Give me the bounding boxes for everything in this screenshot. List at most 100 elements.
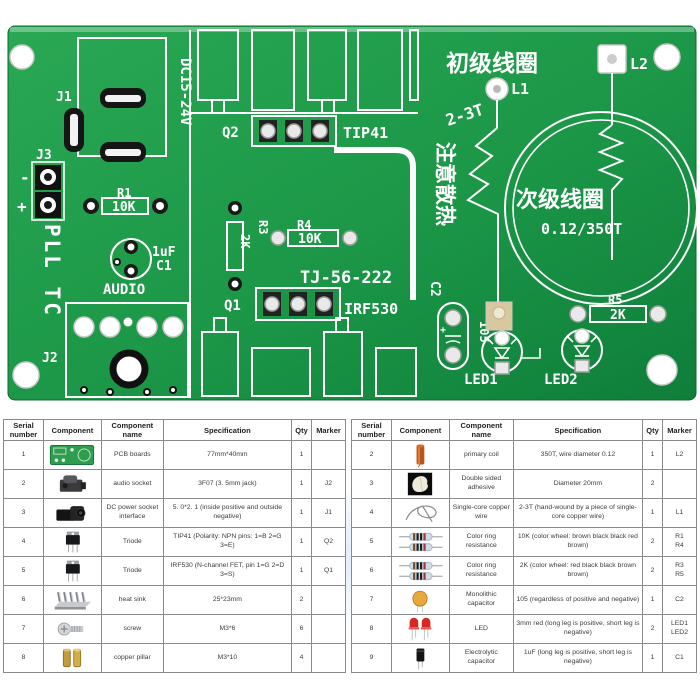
r3-value-label: 2K: [238, 234, 252, 249]
cell-serial-number: 6: [351, 556, 392, 586]
secondary-spec-label: 0.12/350T: [541, 220, 622, 238]
cell-marker: L1: [662, 498, 697, 528]
c1-value-label: 1uF: [152, 245, 176, 260]
audio-socket-image: [60, 475, 87, 492]
cell-serial-number: 7: [3, 614, 44, 644]
column-header: Qty: [291, 419, 312, 441]
cell-specification: 2-3T (hand-wound by a piece of single-co…: [512, 498, 644, 528]
j1-label: J1: [56, 90, 72, 105]
cell-component-name: heat sink: [100, 585, 164, 615]
l2-label: L2: [630, 55, 648, 73]
led2-footprint: LED2: [522, 328, 603, 388]
copper-wire-image: [405, 505, 438, 522]
column-header: Qty: [642, 419, 663, 441]
cell-marker: J2: [311, 469, 346, 499]
cell-specification: M3*10: [162, 643, 293, 673]
cell-specification: 2K (color wheel: red black black brown b…: [512, 556, 644, 586]
audio-label: AUDIO: [103, 282, 145, 298]
cell-component-name: Monolithic capacitor: [448, 585, 514, 615]
cell-qty: 1: [291, 469, 312, 499]
cell-component-name: Electrolytic capacitor: [448, 643, 514, 673]
cell-component-image: [390, 527, 450, 557]
cell-serial-number: 9: [351, 643, 392, 673]
cell-component-name: LED: [448, 614, 514, 644]
column-header: Specification: [162, 419, 293, 441]
r3-ref-label: R3: [256, 220, 270, 234]
column-header: Component name: [448, 419, 514, 441]
cell-specification: 3mm red (long leg is positive, short leg…: [512, 614, 644, 644]
cell-component-name: copper pillar: [100, 643, 164, 673]
r5-ref-label: R5: [608, 293, 622, 307]
column-header: Marker: [662, 419, 697, 441]
q2-part-label: TIP41: [343, 124, 388, 142]
cell-serial-number: 5: [351, 527, 392, 557]
cell-serial-number: 5: [3, 556, 44, 586]
secondary-coil-area: L2 次级线圈 0.12/350T: [504, 44, 698, 305]
cell-component-image: [42, 556, 102, 586]
cell-marker: [311, 614, 346, 644]
pcb-board-image: [50, 445, 95, 465]
cell-marker: [311, 643, 346, 673]
transistor-image: [66, 560, 81, 582]
cell-serial-number: 8: [351, 614, 392, 644]
cell-component-name: Double sided adhesive: [448, 469, 514, 499]
cell-qty: 1: [642, 498, 663, 528]
c2-plus-mark: +: [440, 325, 446, 336]
cell-serial-number: 6: [3, 585, 44, 615]
cell-component-image: [390, 585, 450, 615]
q1-ref-label: Q1: [224, 298, 241, 314]
cell-marker: R3 R5: [662, 556, 697, 586]
cell-component-image: [390, 643, 450, 673]
cell-specification: IRF530 (N-channel FET, pin 1=G 2=D 3=S): [162, 556, 293, 586]
cell-component-image: [42, 614, 102, 644]
mono-capacitor-image: [412, 590, 428, 613]
cell-component-image: [42, 527, 102, 557]
cell-qty: 1: [642, 440, 663, 470]
r4-ref-label: R4: [297, 218, 311, 232]
cell-marker: L2: [662, 440, 697, 470]
c2-footprint: C2 + 105: [427, 281, 513, 370]
cell-qty: 1: [642, 585, 663, 615]
cell-specification: Diameter 20mm: [512, 469, 644, 499]
cell-qty: 2: [642, 556, 663, 586]
cell-specification: 77mm*40mm: [162, 440, 293, 470]
j2-label: J2: [42, 351, 58, 366]
cell-component-name: Single-core copper wire: [448, 498, 514, 528]
r3-footprint: 2K R3: [226, 201, 270, 291]
r5-value-label: 2K: [610, 308, 626, 323]
cell-qty: 2: [291, 585, 312, 615]
heat-note-label: 注意散热: [433, 142, 457, 226]
q1-part-label: IRF530: [344, 300, 398, 318]
r4-footprint: R4 10K: [270, 218, 358, 247]
cell-component-name: Triode: [100, 556, 164, 586]
pcb-board-illustration: J1 DC15-24V J3 - + R1 10K PLL TC 1uF C1: [7, 25, 698, 401]
cell-component-name: screw: [100, 614, 164, 644]
q1-footprint: Q1 IRF530: [224, 287, 398, 321]
cell-specification: M3*6: [162, 614, 293, 644]
cell-qty: 6: [291, 614, 312, 644]
r1-value-label: 10K: [112, 200, 136, 215]
led1-footprint: LED1: [464, 330, 523, 388]
cell-qty: 2: [642, 469, 663, 499]
l1-label: L1: [511, 80, 529, 98]
cell-marker: [662, 469, 697, 499]
cell-qty: 1: [291, 527, 312, 557]
column-header: Marker: [311, 419, 346, 441]
q2-ref-label: Q2: [222, 125, 239, 141]
cell-marker: Q1: [311, 556, 346, 586]
led1-label: LED1: [464, 372, 498, 388]
cell-component-name: PCB boards: [100, 440, 164, 470]
cell-qty: 1: [291, 498, 312, 528]
j3-terminal-area: J3 - +: [17, 148, 65, 221]
j3-label: J3: [36, 148, 52, 163]
cell-component-image: [42, 469, 102, 499]
q2-footprint: Q2 TIP41: [222, 115, 388, 147]
